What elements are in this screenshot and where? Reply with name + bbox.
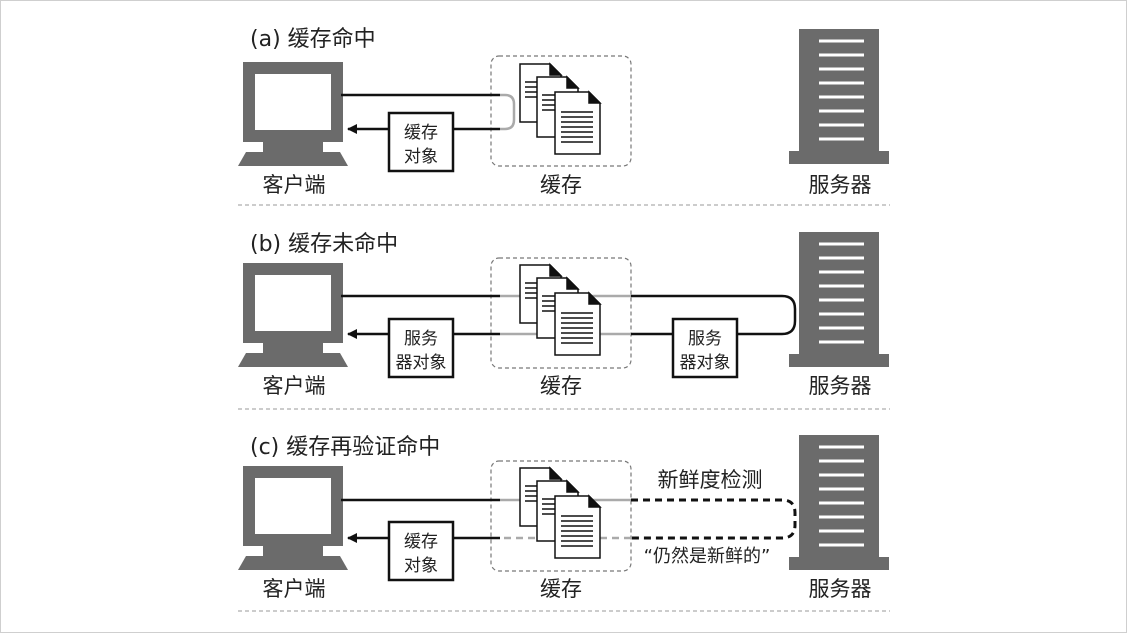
panel-cache-miss: (b) 缓存未命中 服务 器对象 服务 器对象 客户端 缓存 服务器 (238, 232, 889, 398)
server-icon (789, 29, 889, 164)
cache-label: 缓存 (540, 577, 582, 601)
cached-object-label-1: 缓存 (404, 123, 438, 143)
server-object-label-1: 服务 (404, 329, 438, 349)
server-label: 服务器 (809, 374, 872, 398)
revalidate-loop (631, 498, 797, 540)
cache-label: 缓存 (540, 374, 582, 398)
cached-object-label-1: 缓存 (404, 532, 438, 552)
cache-box (490, 460, 632, 572)
still-fresh-label: “仍然是新鲜的” (644, 546, 771, 567)
computer-icon (238, 466, 348, 570)
cached-object-box (387, 111, 455, 173)
cache-loop (500, 93, 516, 131)
server-loop (631, 294, 797, 336)
panel-title: (c) 缓存再验证命中 (250, 435, 440, 460)
client-label: 客户端 (263, 577, 326, 601)
server-label: 服务器 (809, 577, 872, 601)
panel-title: (b) 缓存未命中 (250, 232, 398, 257)
cached-object-box (387, 520, 455, 582)
computer-icon (238, 263, 348, 367)
documents-icon (519, 63, 601, 155)
panel-cache-hit: (a) 缓存命中 缓存 对象 客户端 缓存 服务器 (238, 27, 889, 197)
cache-box (490, 257, 632, 369)
server-icon (789, 232, 889, 367)
server-object-2-label-1: 服务 (688, 329, 722, 349)
server-object-2-label-2: 器对象 (680, 353, 731, 373)
client-label: 客户端 (263, 374, 326, 398)
server-object-box (387, 317, 455, 379)
server-icon (789, 435, 889, 570)
computer-icon (238, 62, 348, 166)
cache-label: 缓存 (540, 173, 582, 197)
server-label: 服务器 (809, 173, 872, 197)
cached-object-label-2: 对象 (404, 556, 438, 576)
documents-icon (519, 467, 601, 559)
documents-icon (519, 264, 601, 356)
server-object-box-2 (671, 317, 739, 379)
panel-revalidate-hit: (c) 缓存再验证命中 缓存 对象 新鲜度检测 “仍然是新鲜的” 客户端 缓存 … (238, 435, 889, 601)
server-object-label-2: 器对象 (396, 353, 447, 373)
cache-box (490, 55, 632, 167)
panel-title: (a) 缓存命中 (250, 27, 376, 52)
client-label: 客户端 (263, 173, 326, 197)
cached-object-label-2: 对象 (404, 147, 438, 167)
freshness-check-label: 新鲜度检测 (658, 468, 763, 492)
